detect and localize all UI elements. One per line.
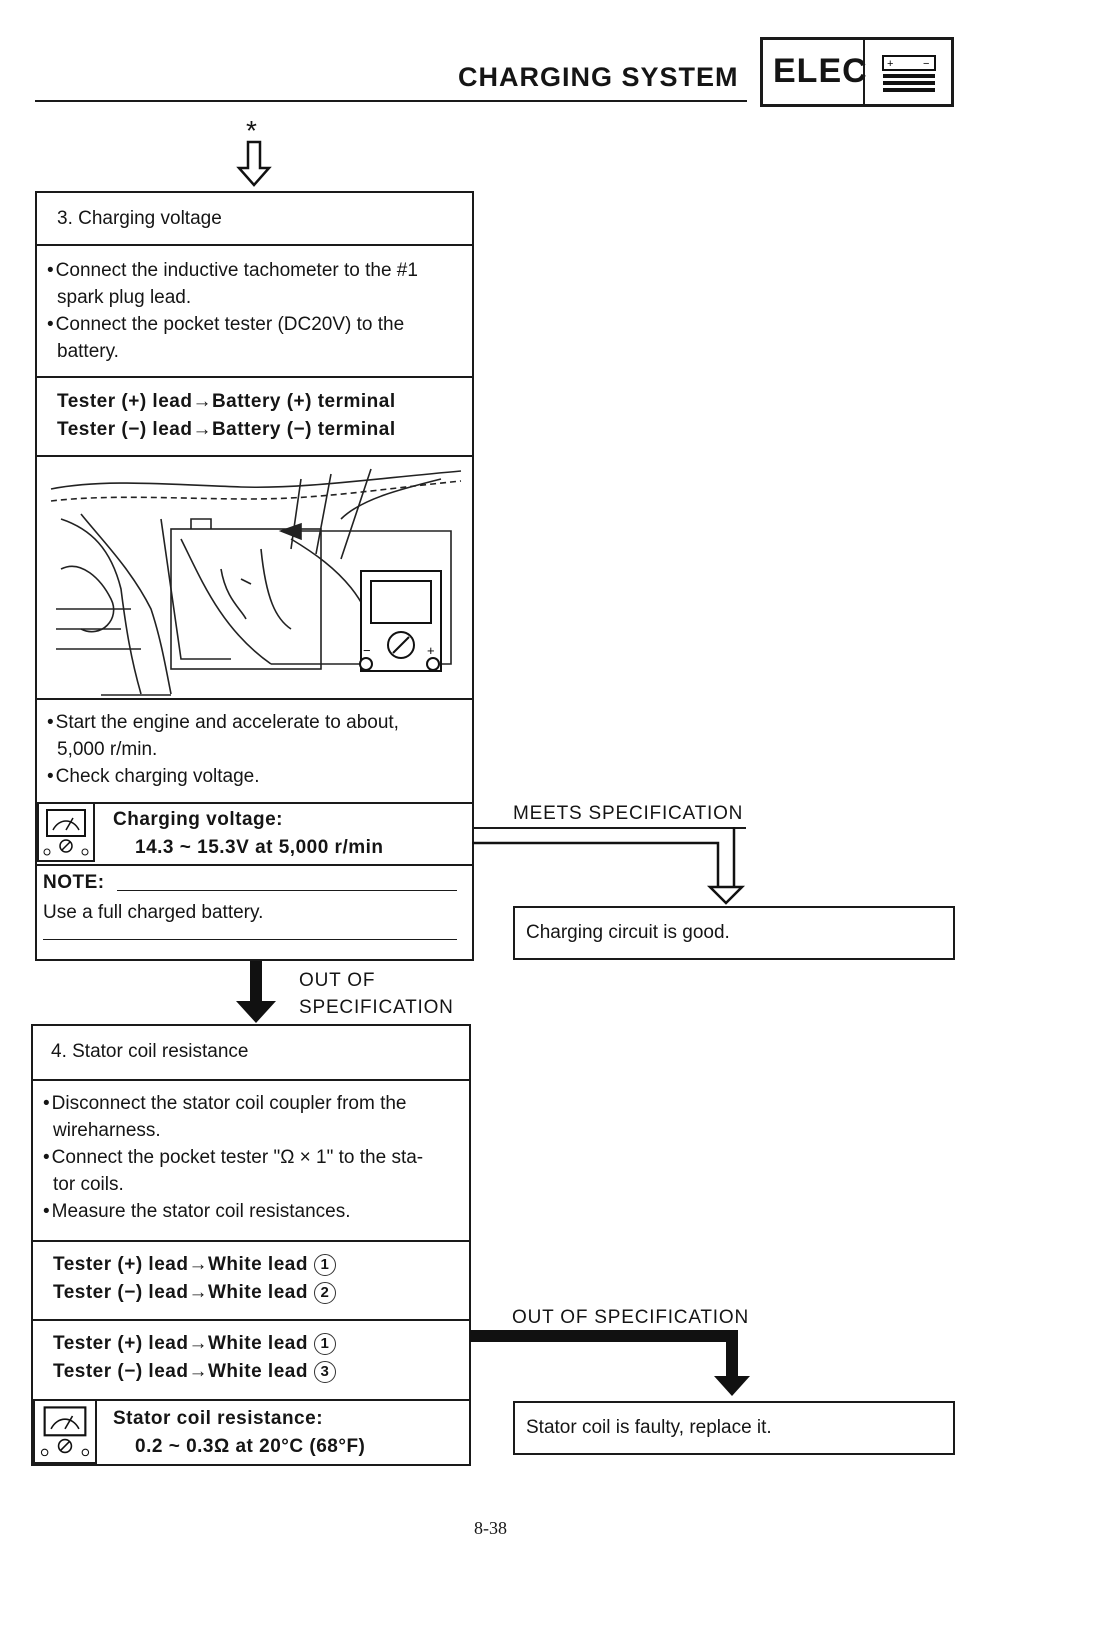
svg-text:−: − — [363, 643, 371, 658]
step4-instructions: Disconnect the stator coil coupler from … — [43, 1090, 463, 1225]
tester-icon — [33, 1399, 97, 1464]
result-good-box: Charging circuit is good. — [513, 906, 955, 960]
battery-icon: + − — [882, 55, 936, 92]
step4-spec-label: Stator coil resistance: — [113, 1408, 324, 1429]
svg-text:+: + — [427, 643, 435, 658]
section-divider — [863, 40, 865, 104]
header-rule — [35, 100, 747, 102]
note-label: NOTE: — [43, 872, 105, 893]
section-label: ELEC — [773, 52, 868, 90]
result-faulty-text: Stator coil is faulty, replace it. — [526, 1417, 772, 1438]
step3-spec-label: Charging voltage: — [113, 809, 284, 830]
out-of-spec-label-2: OUT OF SPECIFICATION — [512, 1307, 749, 1328]
meets-spec-arrow — [472, 827, 746, 905]
battery-wiring-illustration: − + — [50, 468, 462, 696]
step4-block: 4. Stator coil resistance Disconnect the… — [31, 1024, 471, 1466]
step3-spec-value: 14.3 ~ 15.3V at 5,000 r/min — [135, 837, 384, 858]
result-good-text: Charging circuit is good. — [526, 922, 730, 943]
out-of-spec-label-1: OUT OF SPECIFICATION — [299, 970, 454, 1018]
out-of-spec-arrow-2 — [470, 1330, 750, 1396]
step3-tester-lines: Tester (+) lead→Battery (+) terminal Tes… — [57, 391, 396, 440]
step4-title: 4. Stator coil resistance — [51, 1041, 249, 1062]
step4-spec-value: 0.2 ~ 0.3Ω at 20°C (68°F) — [135, 1436, 366, 1457]
section-tab: ELEC + − — [760, 37, 954, 107]
step3-title: 3. Charging voltage — [57, 208, 222, 229]
svg-text:−: − — [923, 58, 929, 70]
page-number: 8-38 — [474, 1518, 507, 1538]
step3-block: 3. Charging voltage Connect the inductiv… — [35, 191, 474, 961]
step3-instructions: Connect the inductive tachometer to the … — [47, 257, 467, 365]
step3-after-instructions: Start the engine and accelerate to about… — [47, 709, 467, 790]
svg-text:+: + — [887, 58, 893, 70]
arrow-down-icon — [236, 140, 272, 187]
out-of-spec-arrow-1 — [236, 961, 276, 1023]
meets-spec-label: MEETS SPECIFICATION — [513, 803, 744, 824]
note-text: Use a full charged battery. — [43, 902, 264, 923]
page-title: CHARGING SYSTEM — [458, 62, 739, 92]
result-faulty-box: Stator coil is faulty, replace it. — [513, 1401, 955, 1455]
tester-icon — [37, 802, 95, 862]
continuation-marker: * — [246, 115, 257, 146]
